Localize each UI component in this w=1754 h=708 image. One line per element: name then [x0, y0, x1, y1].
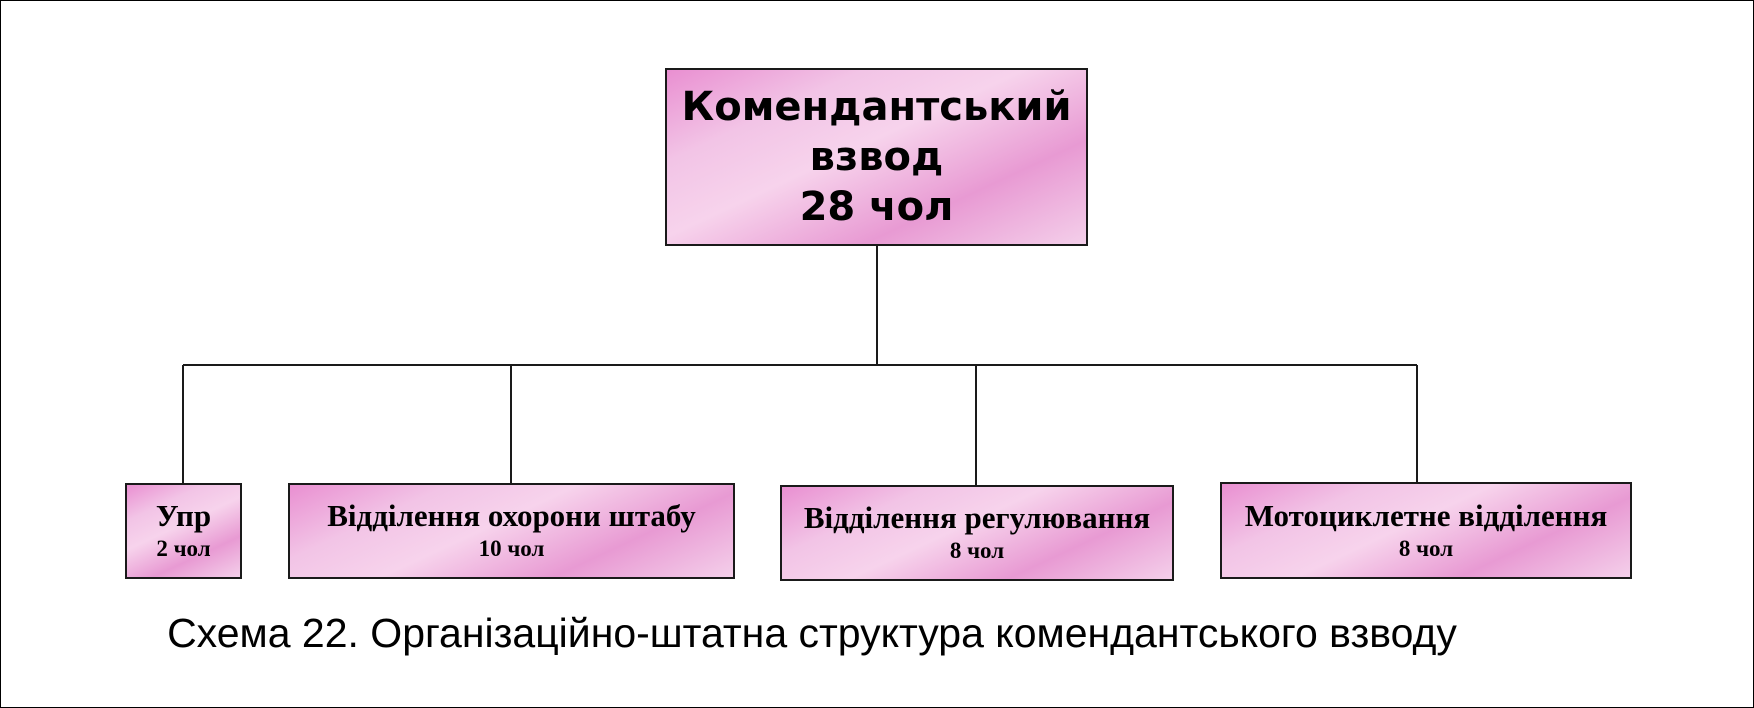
child-node-name: Відділення охорони штабу — [327, 498, 696, 533]
child-node-name: Відділення регулювання — [803, 500, 1151, 535]
child-node-count: 2 чол — [156, 536, 211, 561]
root-node-commandant-platoon: Комендантський взвод 28 чол — [665, 68, 1088, 246]
child-node-count: 8 чол — [949, 538, 1005, 563]
diagram-caption: Схема 22. Організаційно-штатна структура… — [167, 610, 1457, 656]
root-node-count: 28 чол — [799, 184, 954, 230]
child-node-traffic-regulation: Відділення регулювання 8 чол — [780, 485, 1174, 581]
child-node-name: Упр — [155, 498, 212, 533]
child-node-motorcycle-section: Мотоциклетне відділення 8 чол — [1220, 482, 1632, 579]
child-node-upr: Упр 2 чол — [125, 483, 242, 579]
child-node-headquarters-guard: Відділення охорони штабу 10 чол — [288, 483, 735, 579]
child-node-name: Мотоциклетне відділення — [1244, 497, 1608, 533]
child-node-count: 10 чол — [478, 536, 545, 561]
child-node-count: 8 чол — [1398, 535, 1454, 561]
root-node-name: Комендантський взвод — [681, 84, 1072, 180]
